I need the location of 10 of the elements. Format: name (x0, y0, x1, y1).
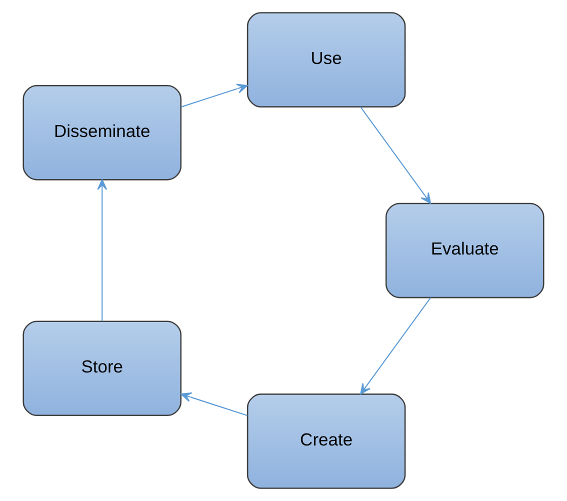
arrow (360, 106, 432, 204)
node-box: Use (246, 12, 406, 108)
arrow (181, 84, 248, 108)
node-box: Create (246, 394, 406, 489)
node-box: Store (22, 320, 182, 416)
arrow (180, 392, 248, 416)
node-box: Disseminate (22, 84, 182, 180)
arrow (97, 179, 108, 322)
arrow (360, 297, 432, 394)
node-box: Evaluate (385, 202, 544, 298)
